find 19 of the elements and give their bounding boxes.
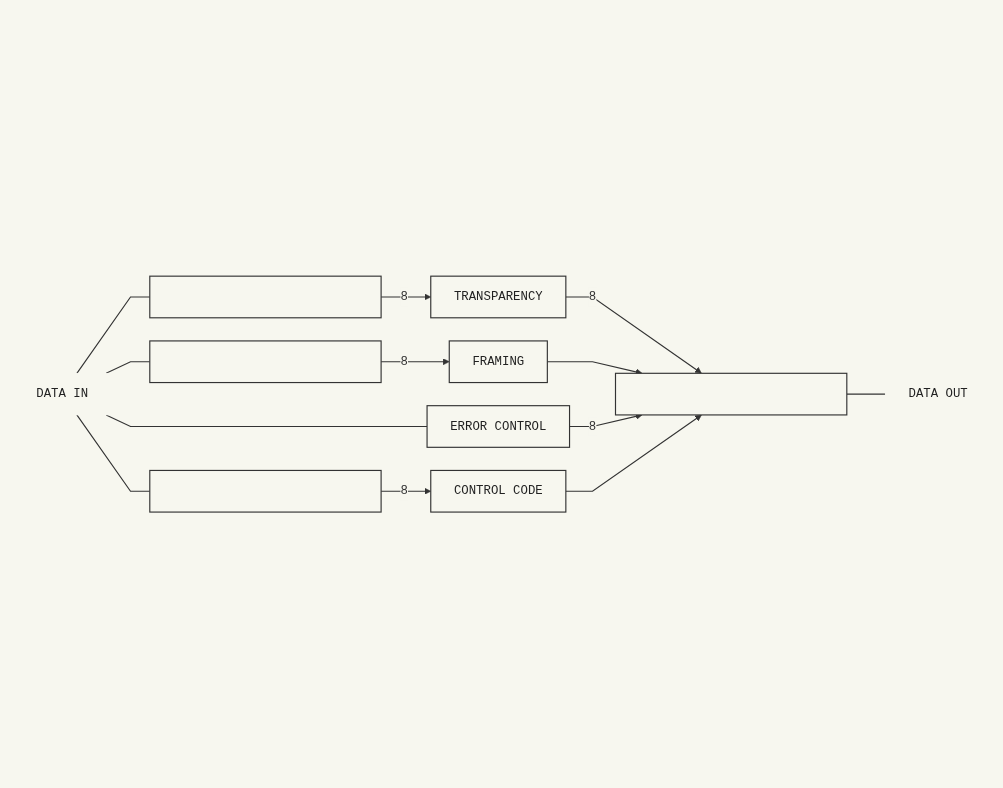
node-box: CONTROL CODE (429, 469, 566, 513)
node-bar (148, 275, 382, 319)
node-box: TRANSPARENCY (429, 275, 566, 319)
node-box: ERROR CONTROL (426, 405, 570, 448)
connector (75, 296, 150, 374)
node-box: FRAMING (448, 340, 548, 383)
node-bar (148, 340, 382, 383)
arrow (380, 487, 431, 495)
connector (75, 414, 150, 492)
edge-label: 8 (399, 289, 408, 304)
edge-label: 8 (588, 419, 596, 434)
edge-label: 8 (588, 289, 596, 304)
node-bar (148, 469, 382, 513)
node-bar (614, 372, 847, 416)
node-text: DATA IN (35, 387, 88, 401)
edge-label: 8 (399, 484, 408, 499)
node-text: DATA OUT (907, 387, 968, 401)
edge-label: 8 (399, 354, 408, 369)
connector (105, 361, 150, 374)
